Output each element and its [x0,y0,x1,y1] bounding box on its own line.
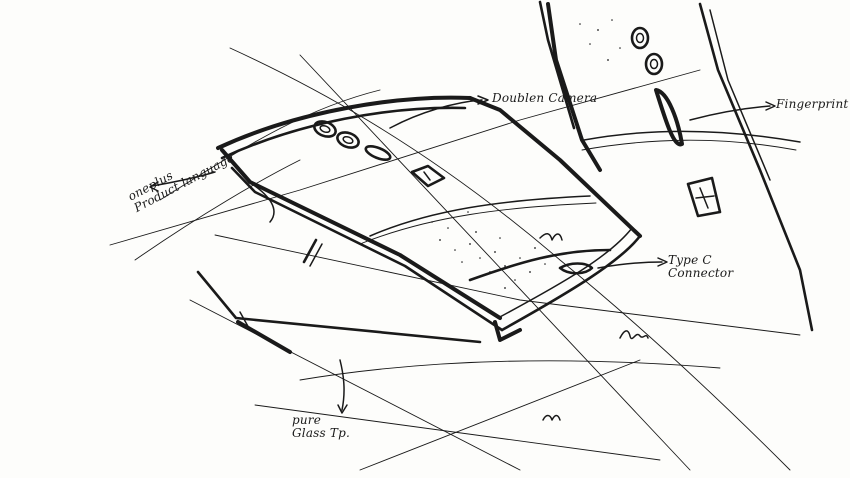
label-typec-connector: Type C Connector [668,253,734,280]
texture-speckles-closeup [579,19,621,61]
phone-back-main [216,95,642,342]
texture-speckles [431,211,556,289]
label-fingerprint: Fingerprint [776,97,849,111]
front-glass-outline [196,270,482,354]
label-doublen-camera: Doublen Camera [492,91,598,105]
typec-port [558,262,594,275]
label-pure-glass: pure Glass Tp. [292,413,351,440]
leader-lines [149,95,776,414]
oneplus-logo-main [410,164,446,188]
signature-scribbles [539,233,649,421]
side-button [302,238,323,267]
phone-back-closeup [538,0,814,332]
dual-camera [313,120,392,162]
